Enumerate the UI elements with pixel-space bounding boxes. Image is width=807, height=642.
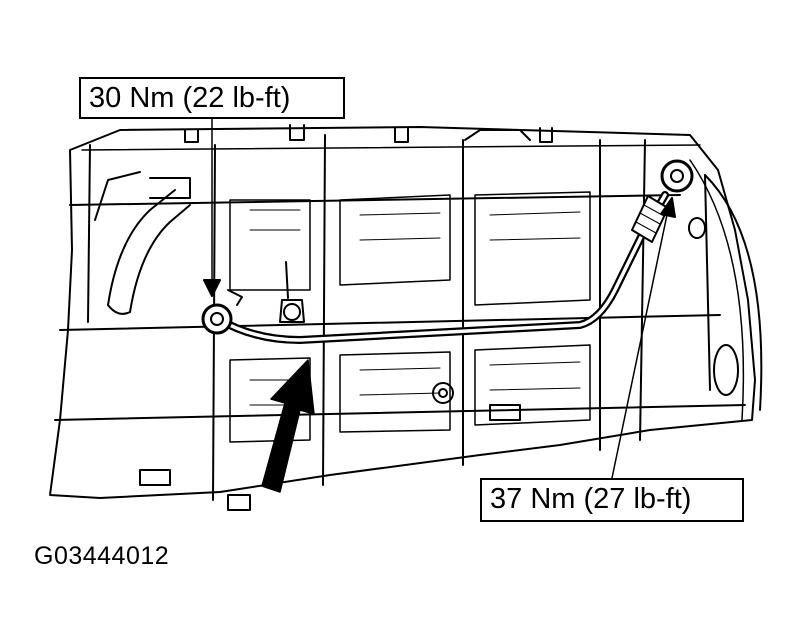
leader-arrow-top	[203, 118, 221, 297]
cooler-line	[216, 191, 669, 344]
leader-arrow-bottom	[611, 197, 676, 479]
transmission-housing	[49, 124, 763, 511]
fitting-left	[201, 289, 243, 335]
cooler-hose-left	[94, 171, 191, 315]
fitting-right	[660, 159, 694, 193]
torque-callout-top: 30 Nm (22 lb-ft)	[79, 77, 345, 119]
direction-arrow	[261, 359, 315, 493]
torque-callout-bottom: 37 Nm (27 lb-ft)	[480, 478, 744, 522]
figure-id-label: G03444012	[34, 542, 170, 570]
